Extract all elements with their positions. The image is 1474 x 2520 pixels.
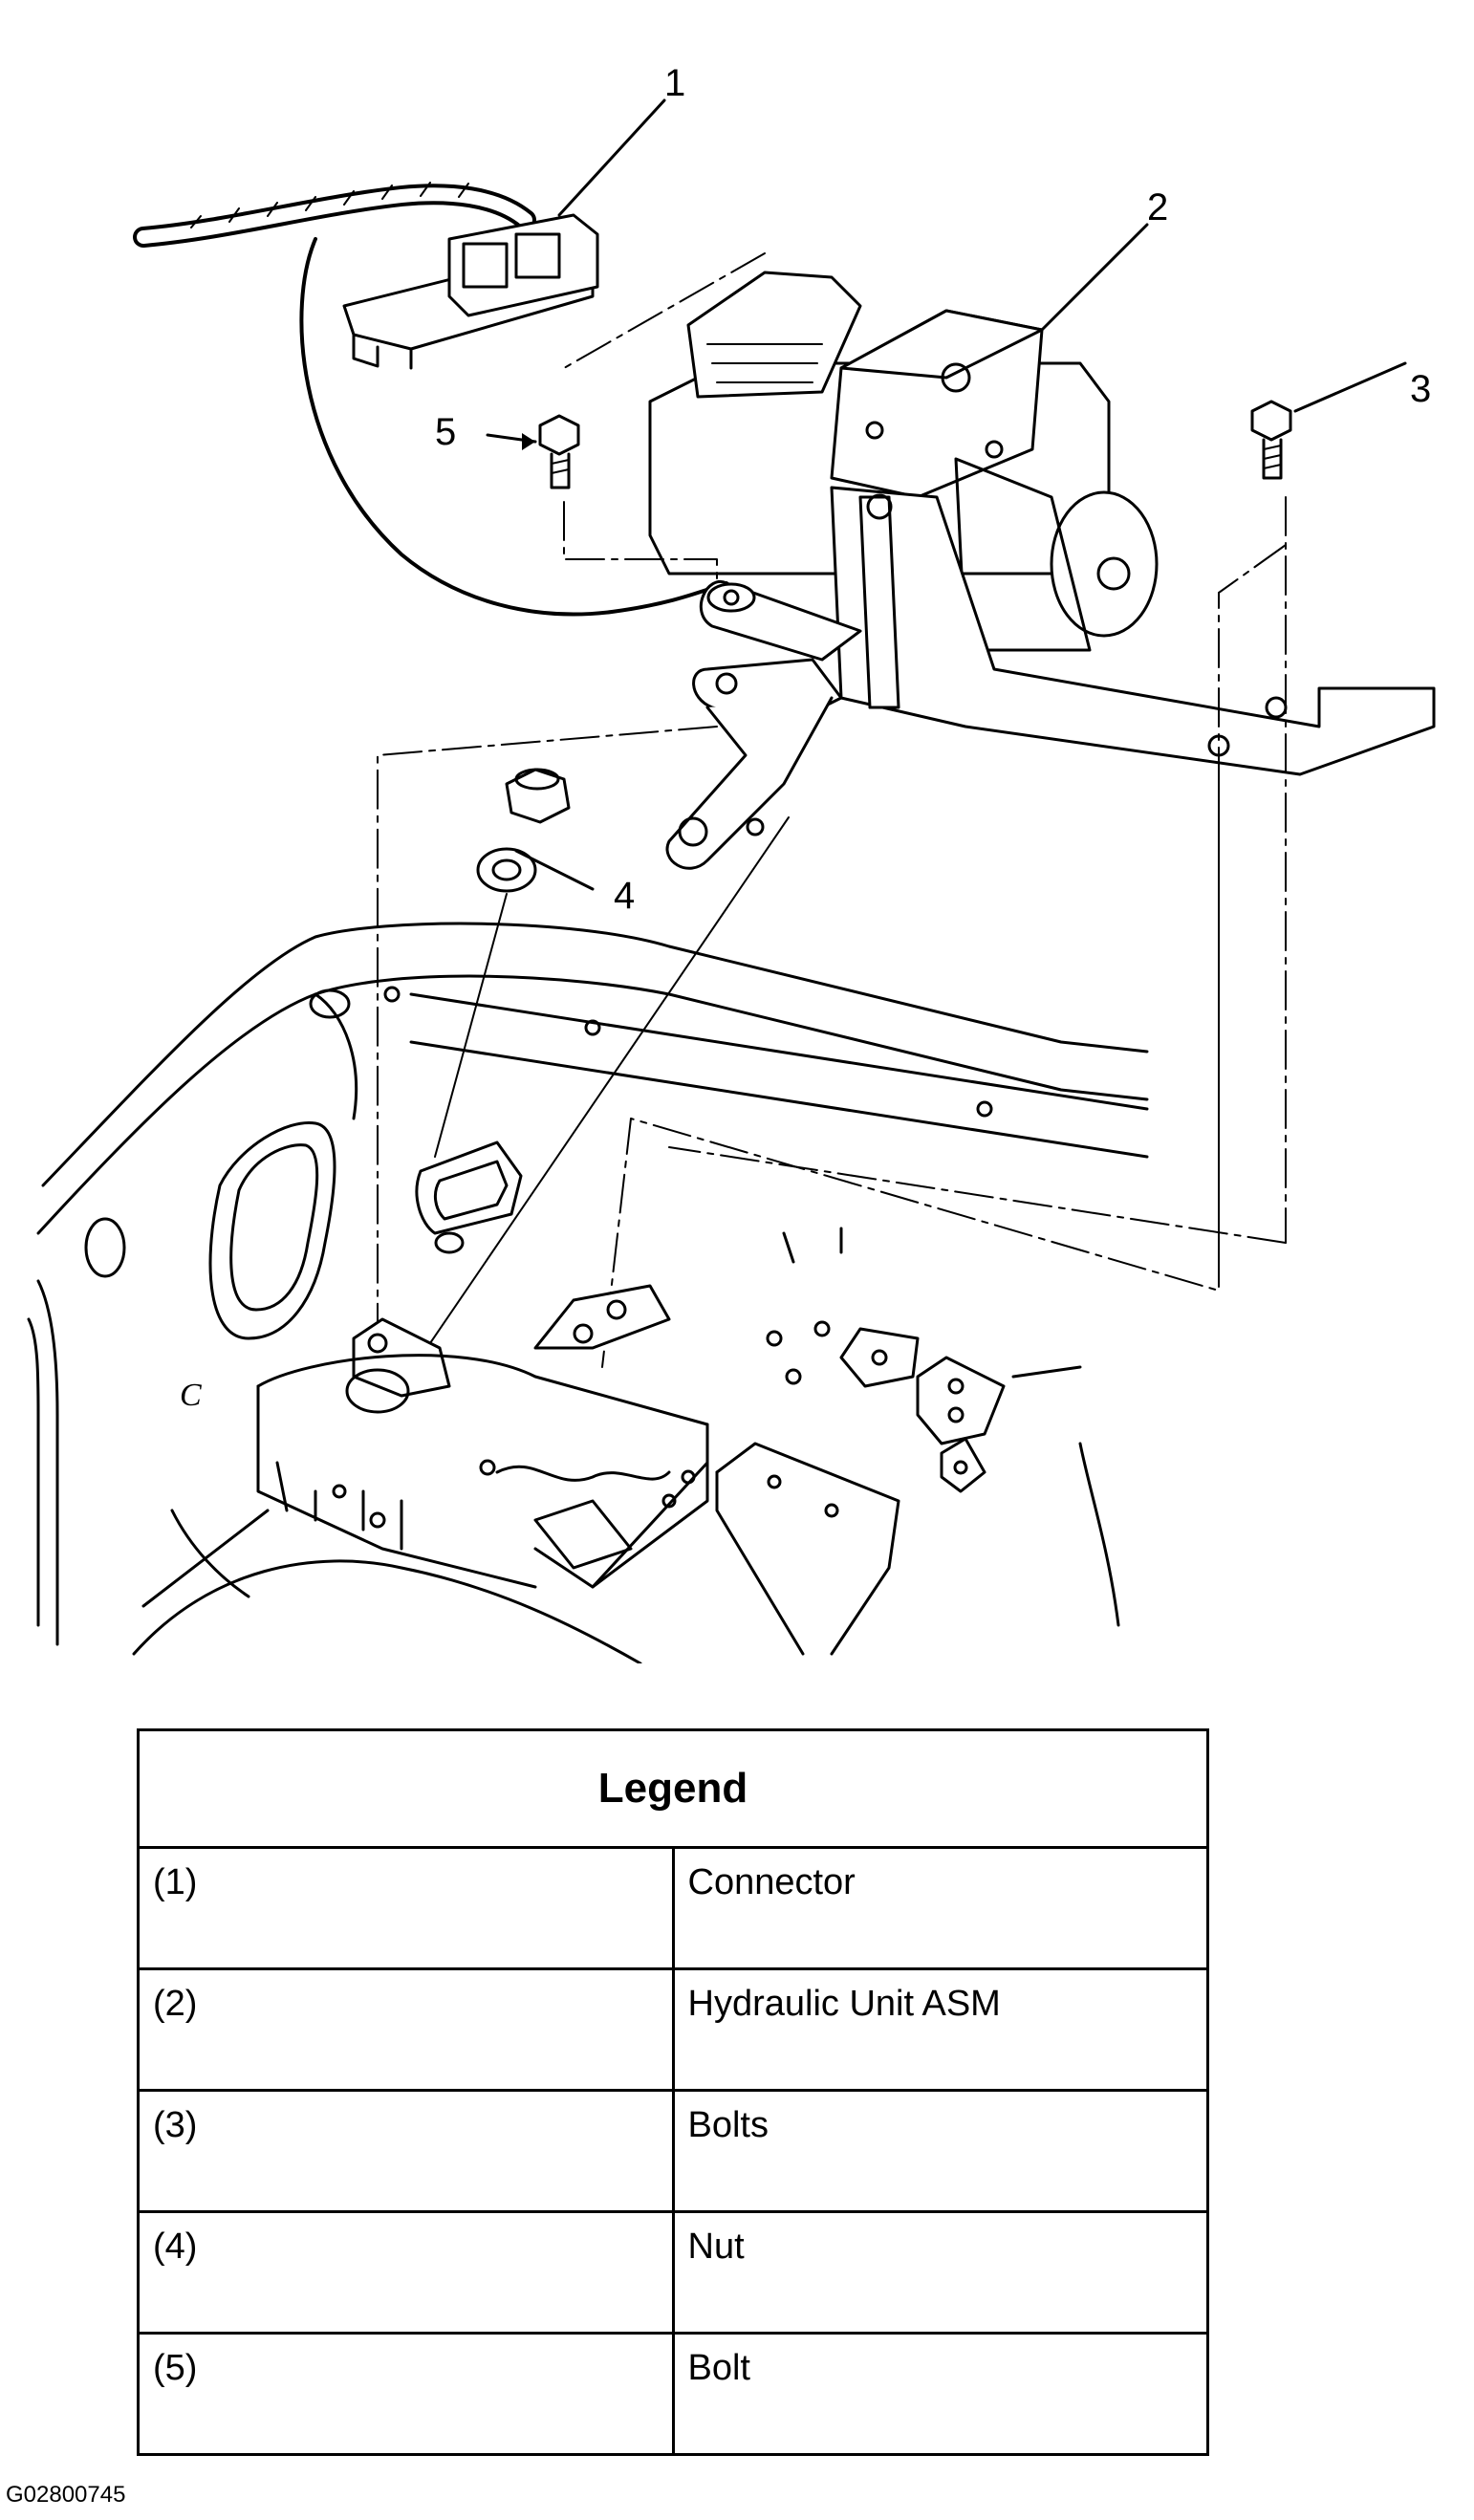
callout-4: 4 [614,875,635,917]
callout-5: 5 [435,411,456,453]
body-marking: C [180,1378,202,1413]
legend-row: (5) Bolt [137,2332,1209,2456]
legend-label: Bolt [671,2332,1209,2456]
legend-number: (4) [137,2210,675,2335]
callout-numbers: 1 2 3 4 5 [435,62,1431,917]
vehicle-body: C [27,922,1149,1663]
callout-1: 1 [664,62,685,104]
legend-table: Legend (1) Connector (2) Hydraulic Unit … [137,1728,1209,2456]
exploded-view-diagram: C 1 2 3 4 5 [27,62,1436,1663]
legend-number: (5) [137,2332,675,2456]
bolt-3 [1250,400,1292,480]
legend-label: Hydraulic Unit ASM [671,1967,1209,2092]
legend-label: Nut [671,2210,1209,2335]
callout-3: 3 [1410,368,1431,410]
guide-lines [429,816,790,1344]
callout-2: 2 [1147,186,1168,228]
arrowhead-5 [522,433,535,450]
legend-number: (1) [137,1846,675,1970]
connector-part [342,213,599,370]
legend-label: Connector [671,1846,1209,1970]
legend-row: (3) Bolts [137,2089,1209,2213]
legend-title: Legend [137,1728,1209,1849]
figure-id: G02800745 [6,2482,126,2508]
legend-row: (2) Hydraulic Unit ASM [137,1967,1209,2092]
nut-and-washer [476,768,571,893]
callout-leaders [486,98,1407,891]
legend-number: (2) [137,1967,675,2092]
hydraulic-unit [648,271,1436,870]
bolt-5 [538,414,580,489]
alignment-lines [377,252,1287,1368]
legend-label: Bolts [671,2089,1209,2213]
wiring-harness [133,182,728,617]
legend-number: (3) [137,2089,675,2213]
legend-row: (1) Connector [137,1846,1209,1970]
legend-row: (4) Nut [137,2210,1209,2335]
